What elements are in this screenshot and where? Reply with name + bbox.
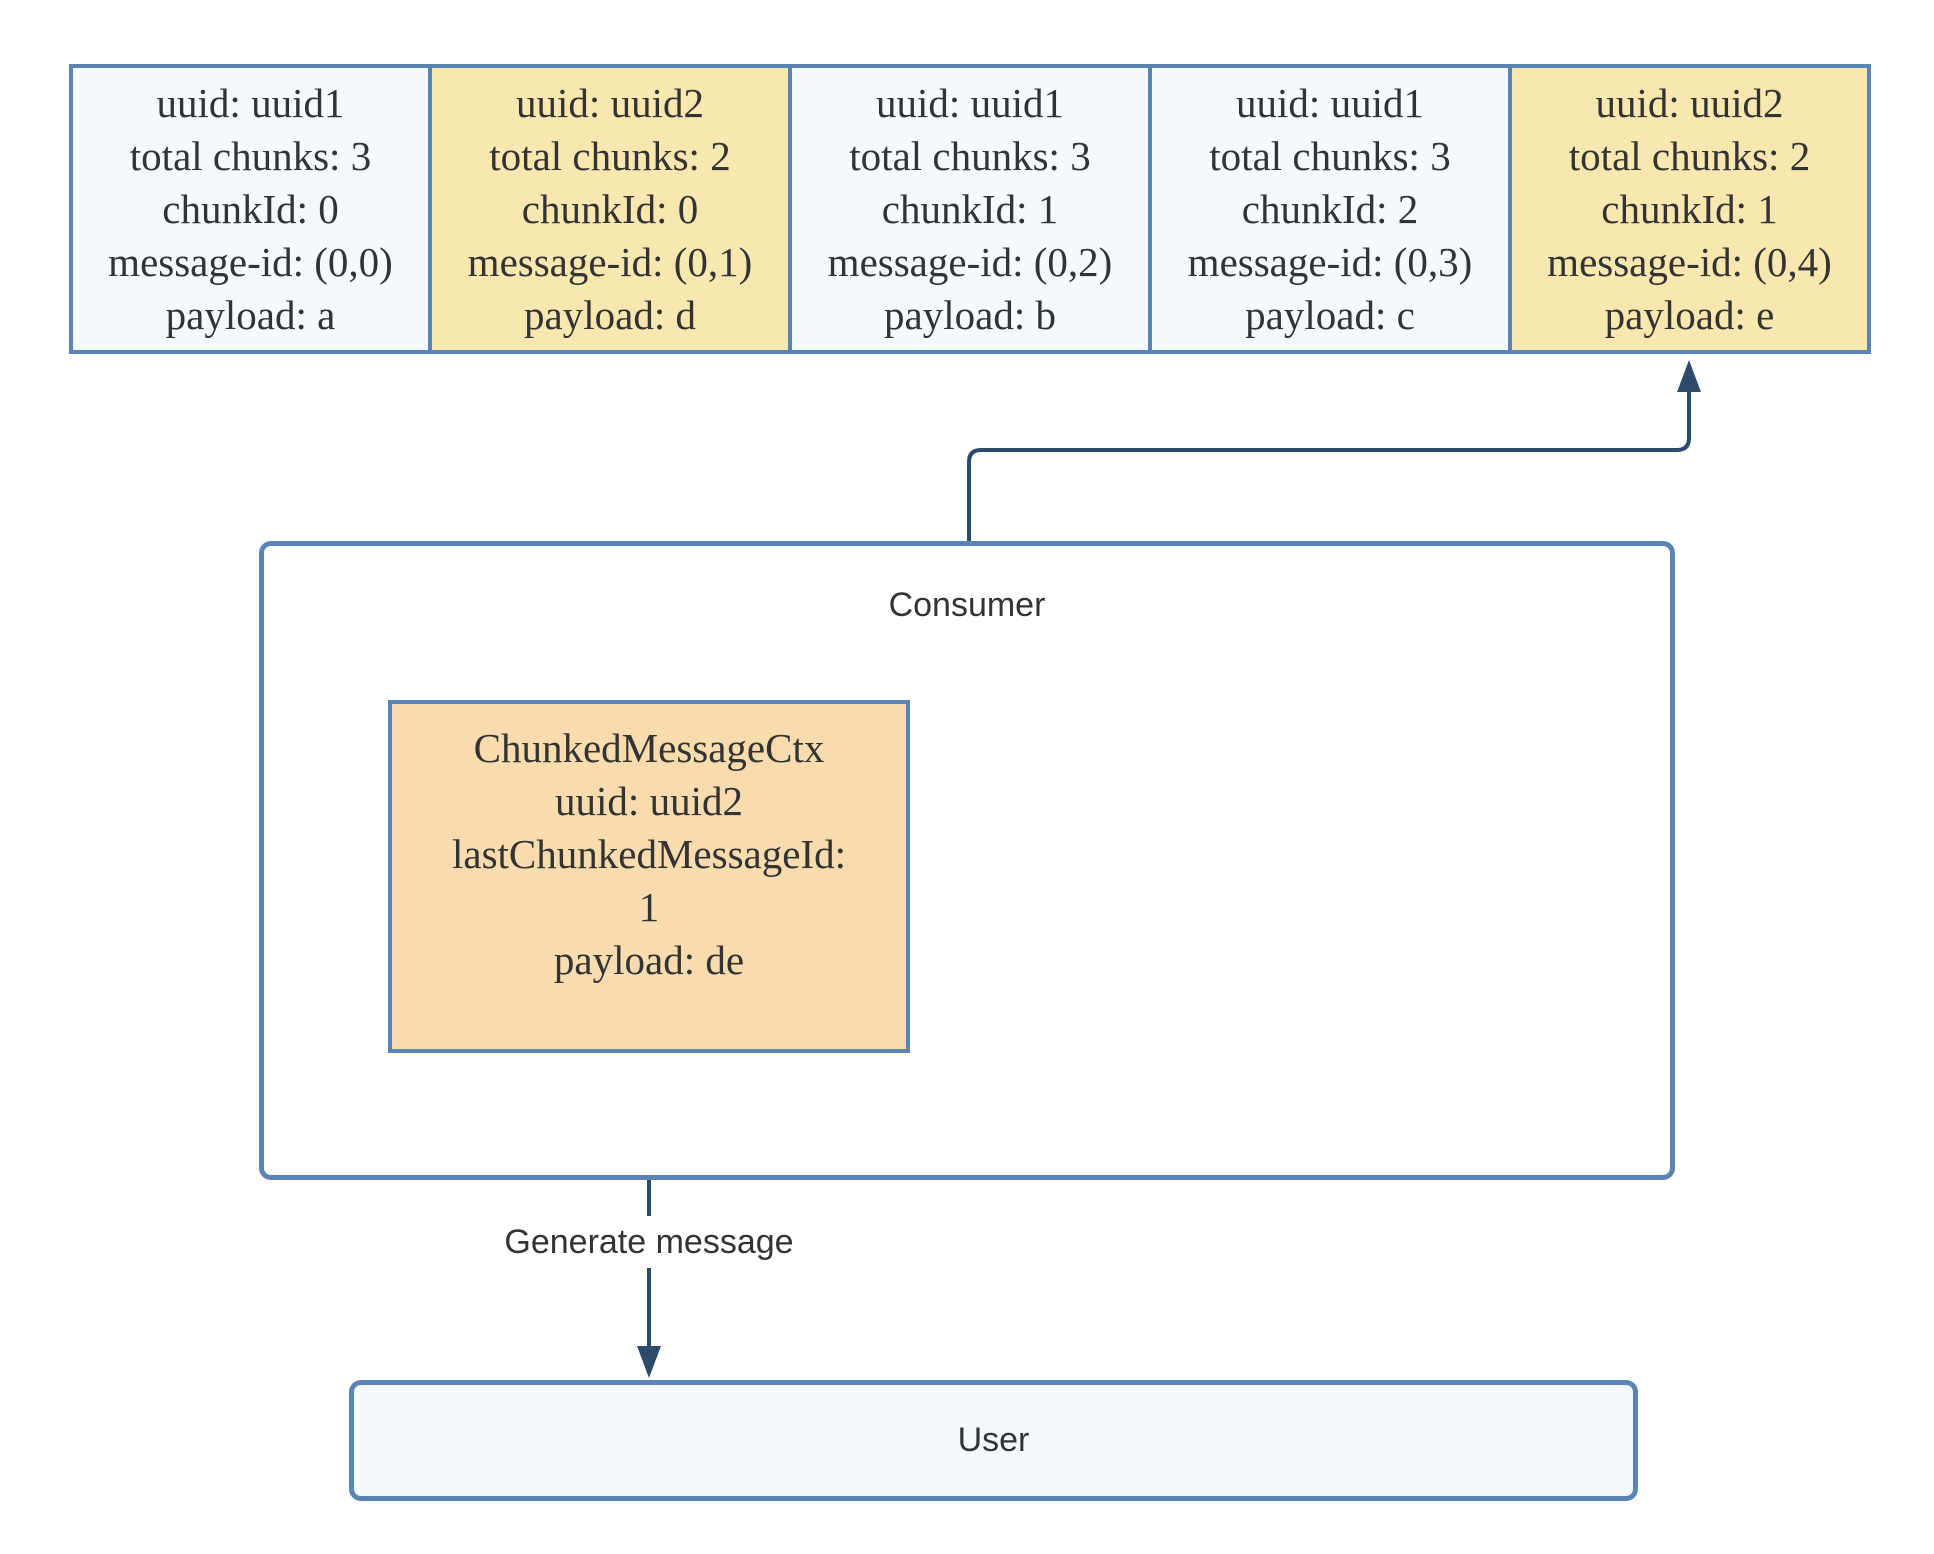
ctx-last-id-value: 1: [638, 884, 660, 930]
chunk-message-id: message-id: (0,0): [108, 238, 393, 285]
chunk-box: uuid: uuid2 total chunks: 2 chunkId: 0 m…: [428, 64, 792, 354]
ctx-to-user-arrowhead: [637, 1346, 661, 1378]
chunk-box: uuid: uuid1 total chunks: 3 chunkId: 2 m…: [1148, 64, 1512, 354]
chunk-id: chunkId: 0: [162, 185, 339, 232]
user-label: User: [957, 1421, 1030, 1459]
chunk-uuid: uuid: uuid2: [516, 79, 704, 126]
ctx-title: ChunkedMessageCtx: [473, 725, 825, 771]
chunk-id: chunkId: 2: [1241, 185, 1419, 232]
chunk-payload: payload: e: [1604, 291, 1775, 338]
chunk-payload: payload: b: [884, 291, 1056, 338]
ctx-last-id-label: lastChunkedMessageId:: [452, 831, 846, 877]
chunk-payload: payload: d: [524, 291, 696, 338]
chunk-uuid: uuid: uuid1: [1236, 79, 1424, 126]
ctx-payload: payload: de: [553, 937, 745, 983]
chunk-message-id: message-id: (0,2): [827, 238, 1113, 285]
chunk-total: total chunks: 3: [1209, 132, 1451, 179]
chunk-message-id: message-id: (0,4): [1547, 238, 1832, 285]
chunk-box: uuid: uuid2 total chunks: 2 chunkId: 1 m…: [1508, 64, 1871, 354]
chunk-total: total chunks: 3: [129, 132, 372, 179]
chunk-uuid: uuid: uuid1: [156, 79, 345, 126]
chunk-uuid: uuid: uuid2: [1595, 79, 1784, 126]
consumer-to-chunk-arrow: [967, 388, 1691, 541]
chunk-id: chunkId: 1: [1601, 185, 1778, 232]
user-box: User: [349, 1380, 1638, 1501]
chunk-id: chunkId: 1: [881, 185, 1059, 232]
consumer-to-chunk-arrowhead: [1677, 360, 1701, 392]
chunk-message-id: message-id: (0,1): [467, 238, 753, 285]
chunk-uuid: uuid: uuid1: [876, 79, 1064, 126]
ctx-uuid: uuid: uuid2: [555, 778, 743, 824]
chunk-box: uuid: uuid1 total chunks: 3 chunkId: 1 m…: [788, 64, 1152, 354]
generate-message-label: Generate message: [449, 1216, 849, 1268]
chunk-id: chunkId: 0: [521, 185, 699, 232]
chunk-total: total chunks: 2: [489, 132, 731, 179]
chunk-payload: payload: a: [165, 291, 336, 338]
chunk-total: total chunks: 3: [849, 132, 1091, 179]
chunk-box: uuid: uuid1 total chunks: 3 chunkId: 0 m…: [69, 64, 432, 354]
chunk-payload: payload: c: [1245, 291, 1415, 338]
chunk-message-id: message-id: (0,3): [1187, 238, 1473, 285]
chunk-total: total chunks: 2: [1568, 132, 1811, 179]
consumer-label: Consumer: [888, 586, 1046, 624]
chunked-message-ctx-box: ChunkedMessageCtx uuid: uuid2 lastChunke…: [388, 700, 910, 1053]
